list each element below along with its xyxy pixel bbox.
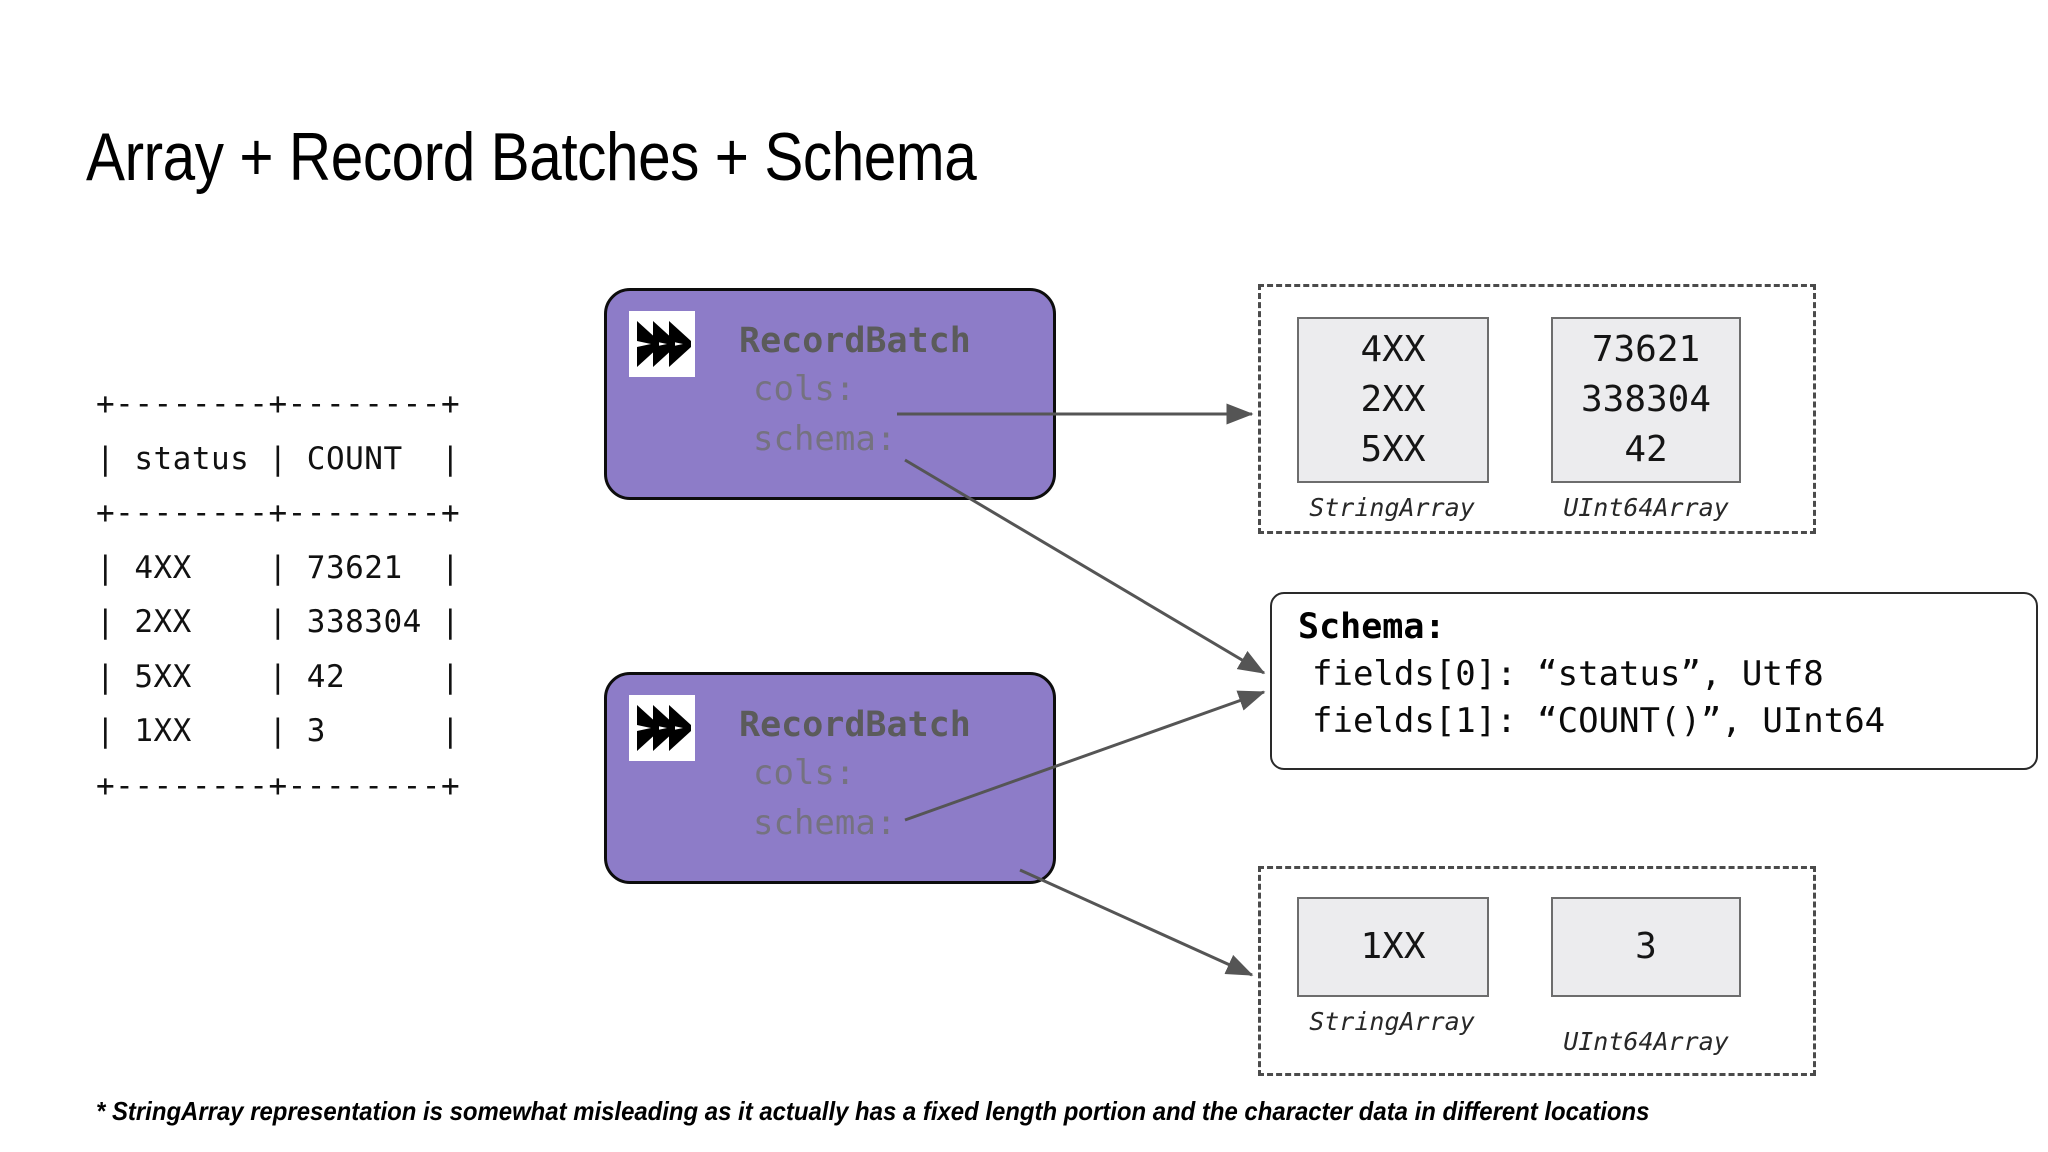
uint64-array-value: 73621 <box>1591 329 1701 370</box>
schema-field-0: fields[0]: “status”, Utf8 <box>1312 654 1824 694</box>
page-title: Array + Record Batches + Schema <box>86 119 977 195</box>
uint64-array-value: 42 <box>1624 429 1668 470</box>
record-batch-title-2: RecordBatch <box>739 705 971 745</box>
ascii-result-table: +--------+--------+ | status | COUNT | +… <box>96 386 461 804</box>
string-array-label-bottom: StringArray <box>1309 1007 1475 1036</box>
uint64-array-label-top: UInt64Array <box>1563 493 1729 522</box>
uint64-array-box-bottom: 3 <box>1551 897 1741 997</box>
uint64-array-value: 3 <box>1635 926 1657 967</box>
string-array-box-bottom: 1XX <box>1297 897 1489 997</box>
footnote: * StringArray representation is somewhat… <box>96 1096 1650 1126</box>
string-array-value: 5XX <box>1360 429 1426 470</box>
record-batch-title-1: RecordBatch <box>739 321 971 361</box>
record-batch-schema-label-2: schema: <box>753 803 897 843</box>
record-batch-cols-label-1: cols: <box>753 369 856 409</box>
uint64-array-value: 338304 <box>1580 379 1712 420</box>
schema-title: Schema: <box>1298 607 1446 647</box>
array-group-bottom: 1XX StringArray 3 UInt64Array <box>1258 866 1816 1076</box>
string-array-label-top: StringArray <box>1309 493 1475 522</box>
string-array-value: 2XX <box>1360 379 1426 420</box>
string-array-box-top: 4XX 2XX 5XX <box>1297 317 1489 483</box>
record-batch-card-2[interactable]: RecordBatch cols: schema: <box>604 672 1056 884</box>
string-array-value: 4XX <box>1360 329 1426 370</box>
apache-arrow-logo-icon <box>629 695 695 761</box>
schema-card[interactable]: Schema: fields[0]: “status”, Utf8 fields… <box>1270 592 2038 770</box>
record-batch-schema-label-1: schema: <box>753 419 897 459</box>
uint64-array-box-top: 73621 338304 42 <box>1551 317 1741 483</box>
record-batch-cols-label-2: cols: <box>753 753 856 793</box>
apache-arrow-logo-icon <box>629 311 695 377</box>
uint64-array-label-bottom: UInt64Array <box>1563 1027 1729 1056</box>
connector-cols-bottom <box>1019 868 1254 977</box>
array-group-top: 4XX 2XX 5XX StringArray 73621 338304 42 … <box>1258 284 1816 534</box>
string-array-value: 1XX <box>1360 926 1426 967</box>
schema-field-1: fields[1]: “COUNT()”, UInt64 <box>1312 701 1886 741</box>
record-batch-card-1[interactable]: RecordBatch cols: schema: <box>604 288 1056 500</box>
